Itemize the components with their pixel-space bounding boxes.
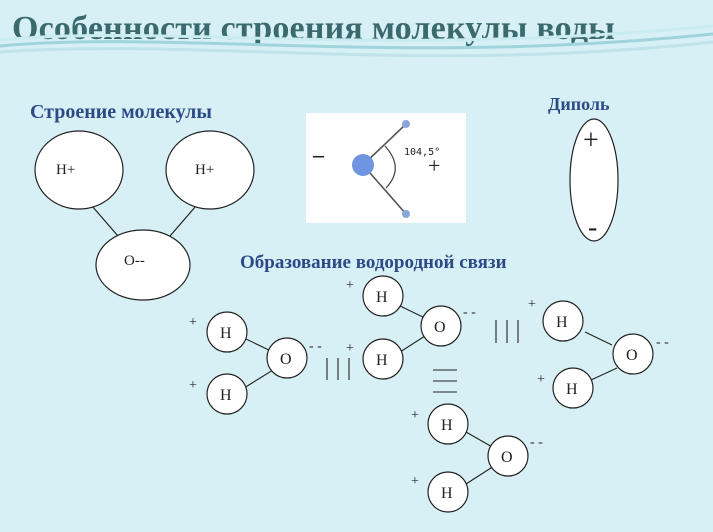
hydrogen-sphere-top [402,120,410,128]
hbond-heading: Образование водородной связи [240,252,507,273]
hbond-label-o: O [626,347,638,364]
charge-plus: + [189,378,197,393]
molecule-structure [34,130,255,301]
hbond-label-o: O [280,351,292,368]
molecule-photo [306,113,466,223]
charge-plus: + [411,408,419,423]
structure-heading: Строение молекулы [30,101,212,123]
oxygen-sphere [352,154,374,176]
charge-plus: + [189,315,197,330]
oxygen-label: O-- [124,253,145,269]
hbond-label-o: O [434,319,446,336]
bond-line-left [91,205,119,237]
photo-minus-sign: – [312,142,325,167]
oxygen-circle [95,229,191,301]
charge-minus: - - [463,305,476,320]
hbond-label-h: H [441,417,453,434]
dipole-ellipse [569,118,619,242]
hbond-label-h: H [566,381,578,398]
hbond-hydrogen-c2 [552,367,594,409]
dipole-heading: Диполь [548,94,610,114]
hbond-label-h: H [220,325,232,342]
hbond-hydrogen-d1 [427,403,469,445]
hbond-oxygen-d [487,435,529,477]
hydrogen-sphere-bottom [402,210,410,218]
hbond-label-h: H [376,352,388,369]
hbond-label-h: H [220,387,232,404]
dipole-minus-sign: - [588,212,597,243]
charge-plus: + [346,341,354,356]
hbond-hydrogen-b2 [362,338,404,380]
charge-minus: - - [656,335,669,350]
hydrogen-circle-right [165,130,255,210]
photo-plus-sign: + [428,153,440,178]
hydrogen-label-right: H+ [195,162,214,178]
hbond-oxygen-b [420,305,462,347]
charge-plus: + [346,278,354,293]
hbond-atoms [206,275,654,513]
title-wave-decoration [0,24,713,58]
charge-minus: - - [530,435,543,450]
hbond-hydrogen-b1 [362,275,404,317]
hbond-hydrogen-c1 [542,300,584,342]
hbond-label-h: H [441,485,453,502]
hbond-oxygen-a [266,337,308,379]
hbond-atom-labels: H H O H H O H H O H H O [220,289,638,502]
hbond-label-h: H [556,314,568,331]
charge-plus: + [528,297,536,312]
hbond-oxygen-c [612,333,654,375]
charge-minus: - - [309,339,322,354]
angle-arc [384,145,396,189]
hydrogen-label-left: H+ [56,162,75,178]
hbond-hydrogen-a1 [206,311,248,353]
hbond-label-o: O [501,449,513,466]
hbond-network-lines [243,305,618,485]
hbond-label-h: H [376,289,388,306]
dipole-plus-sign: + [583,125,599,156]
hbond-hydrogen-a2 [206,373,248,415]
hbond-hydrogen-d2 [427,471,469,513]
bond-angle-label: 104,5° [404,147,440,158]
hbond-charge-labels: + + - - + + - - + + - - + + - - [189,278,669,489]
charge-plus: + [411,474,419,489]
charge-plus: + [537,372,545,387]
bond-line-right [169,205,197,237]
hydrogen-circle-left [34,130,124,210]
